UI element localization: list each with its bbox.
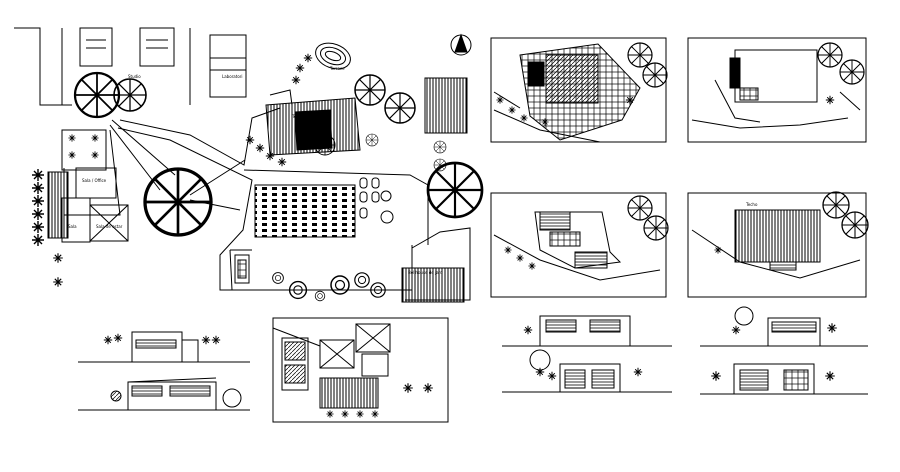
site-plan bbox=[14, 27, 472, 303]
ground-floor-plan bbox=[272, 317, 449, 423]
label-house-3: Sala bbox=[68, 224, 77, 229]
label-laboratori: Laboratori bbox=[222, 74, 243, 79]
label-parking: Bellhouse de jard bbox=[408, 270, 443, 275]
label-main-terrace: Terrace bbox=[291, 114, 307, 119]
site-labels: Terrace Studio Laboratori Terrace Sala /… bbox=[68, 66, 443, 275]
plan-panels bbox=[490, 37, 867, 298]
label-studio: Studio bbox=[128, 74, 141, 79]
label-terrace: Terrace bbox=[329, 66, 345, 71]
label-house-1: Sala / Office bbox=[82, 178, 107, 183]
elevations-right bbox=[502, 306, 868, 395]
label-house-2: Sala de estar bbox=[96, 224, 123, 229]
label-techo: Techo bbox=[745, 202, 758, 207]
elevations-left bbox=[78, 331, 250, 411]
